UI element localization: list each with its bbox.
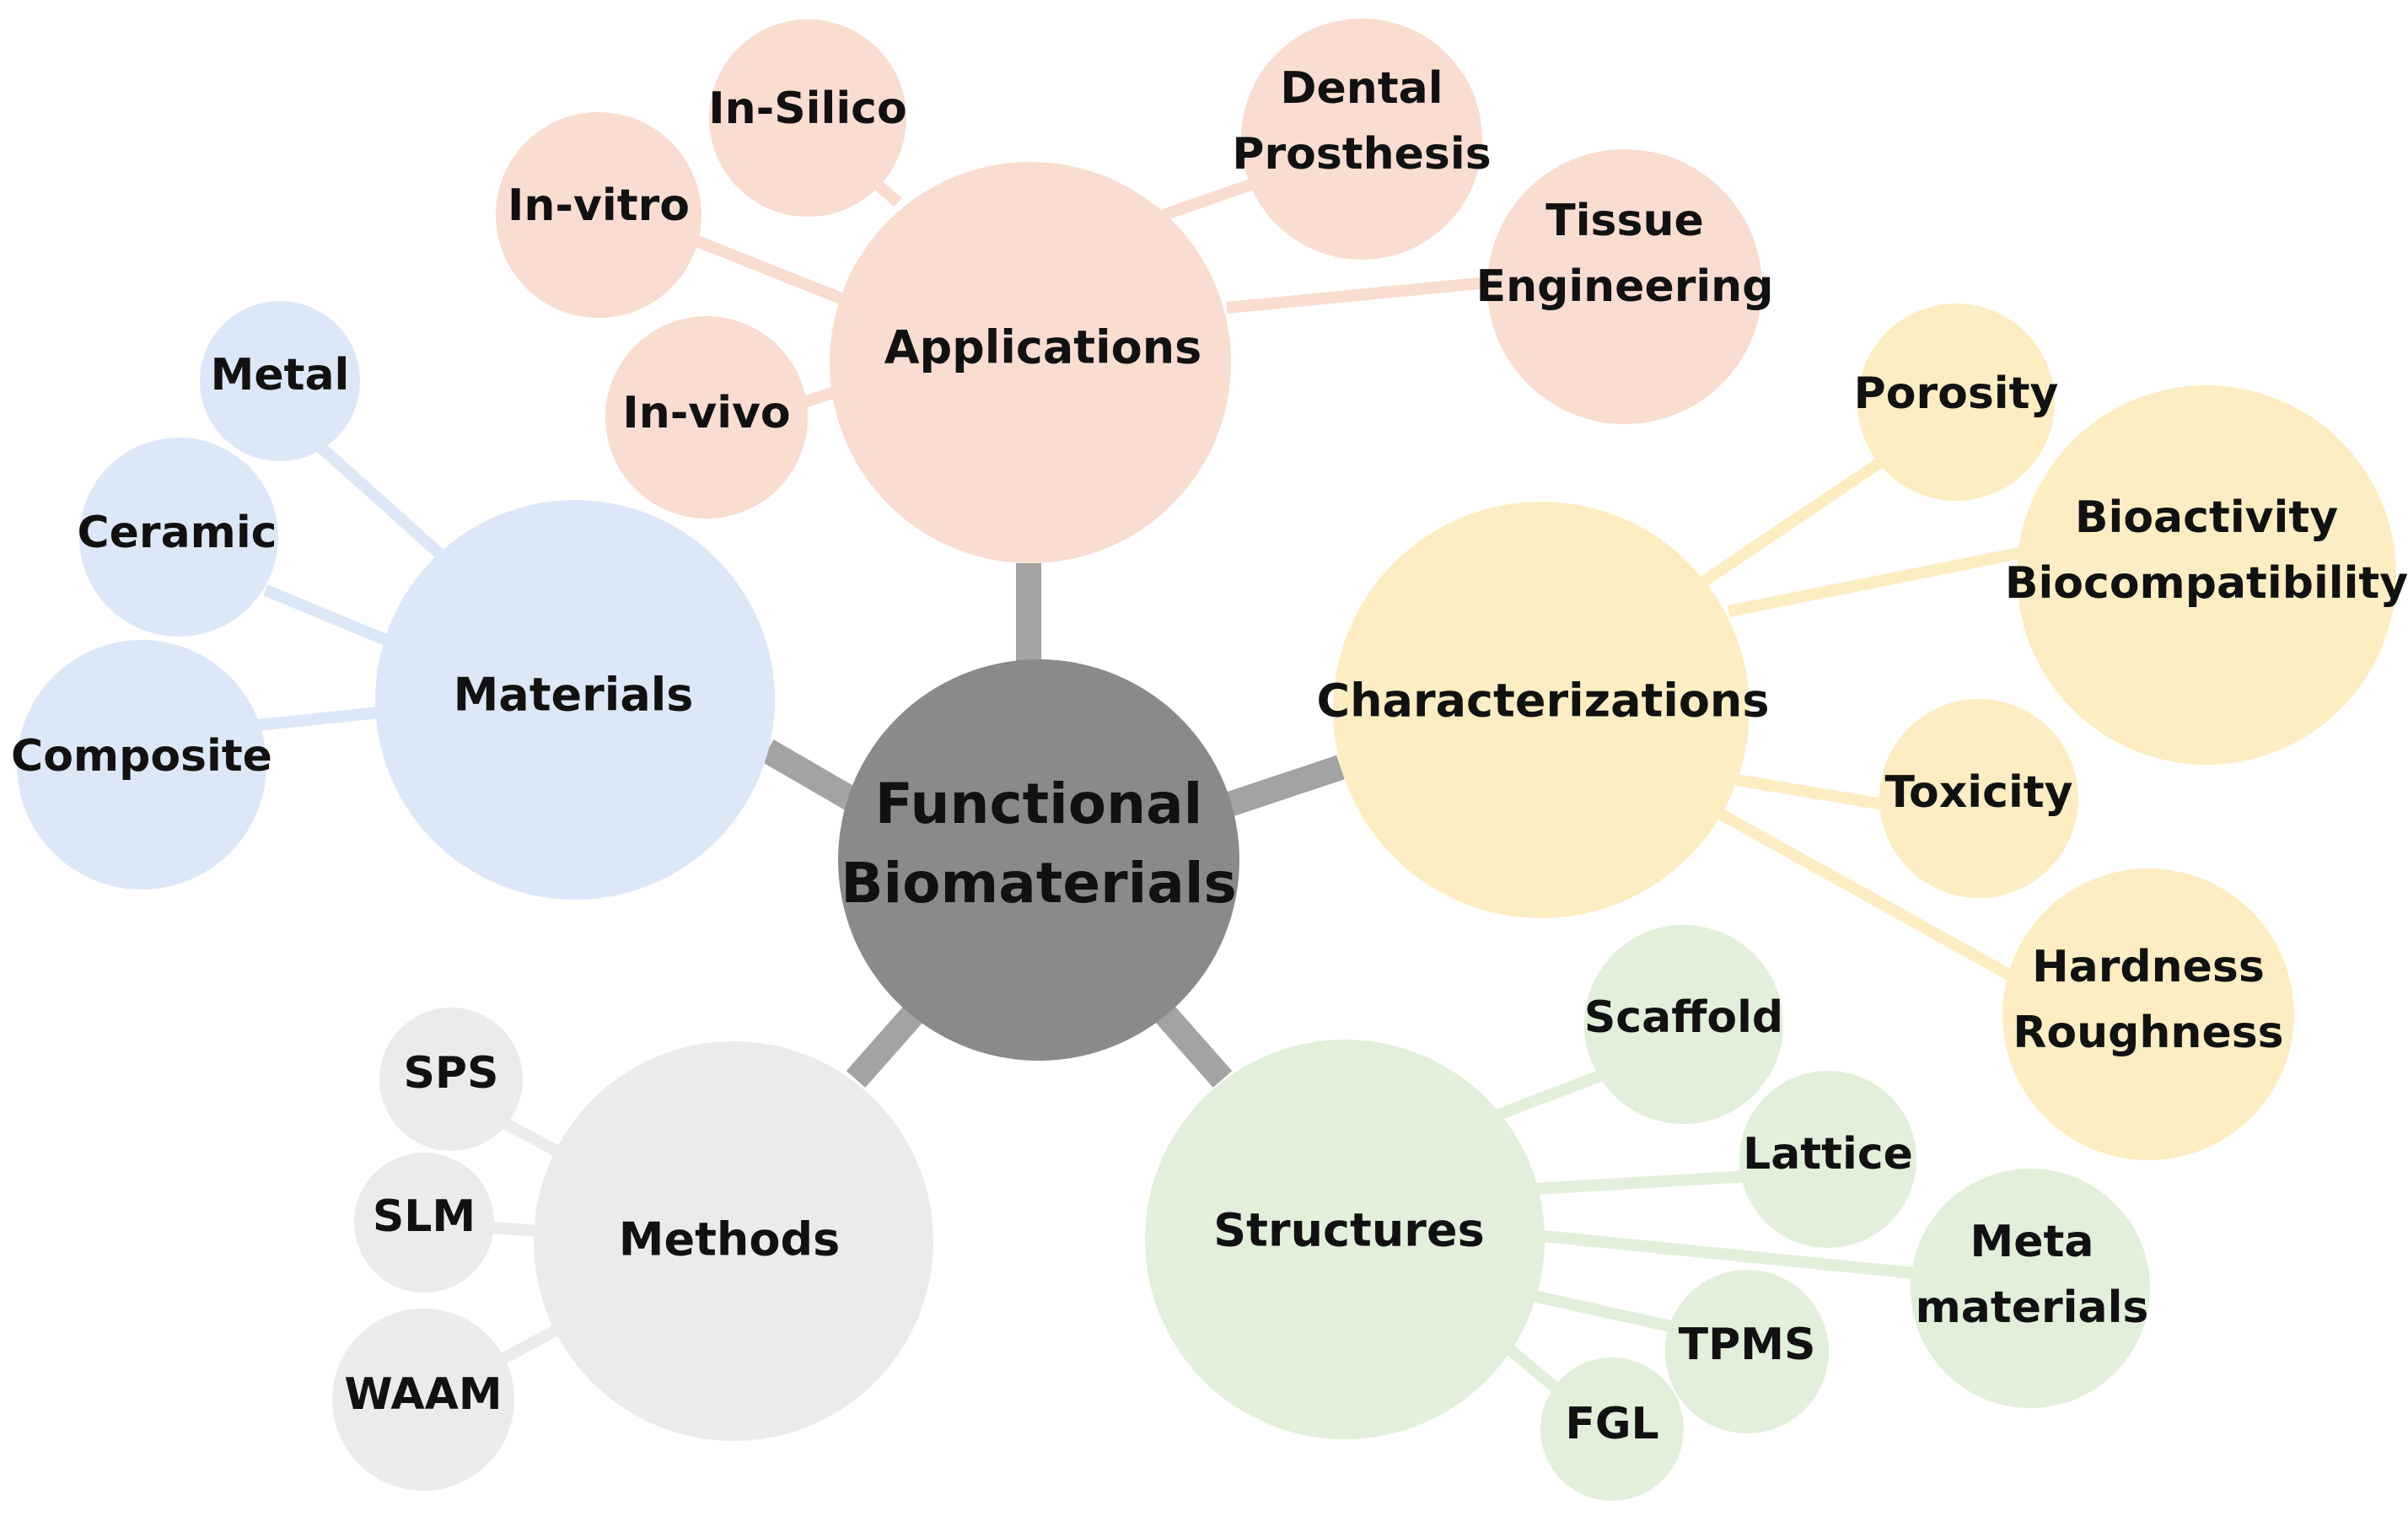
leaf-sps-node — [379, 1008, 523, 1151]
leaf-slm-label: SLM — [373, 1191, 476, 1242]
center-cluster: Functional Biomaterials — [838, 659, 1239, 1061]
leaf-meta-materials-label-line1: Meta — [1970, 1217, 2094, 1267]
connector-characterizations-porosity — [1700, 454, 1888, 587]
branch-structures-label: Structures — [1213, 1204, 1484, 1257]
connector-applications-in-silico — [873, 179, 902, 207]
connector-materials-metal — [316, 442, 447, 562]
branch-materials-label: Materials — [454, 669, 694, 722]
leaf-waam-node — [332, 1309, 514, 1491]
connector-structures-meta — [1534, 1229, 1915, 1279]
connector-characterizations-bioactivity — [1727, 546, 2025, 617]
connector-structures-fgl — [1505, 1344, 1564, 1396]
methods-cluster: SPS SLM WAAM Methods — [332, 1008, 933, 1491]
leaf-scaffold-label: Scaffold — [1584, 992, 1783, 1043]
leaf-waam-label: WAAM — [344, 1369, 502, 1420]
leaf-composite-label: Composite — [11, 731, 272, 782]
leaf-in-silico-label: In-Silico — [708, 83, 906, 134]
leaf-in-silico-node — [709, 19, 906, 217]
materials-cluster: Metal Ceramic Composite Materials — [11, 301, 775, 900]
leaf-bioactivity-label-line2: Biocompatibility — [2005, 558, 2408, 609]
leaf-fgl-node — [1540, 1357, 1684, 1501]
structures-connectors — [1490, 1069, 1915, 1396]
leaf-sps-label: SPS — [403, 1048, 498, 1099]
leaf-dental-prosthesis-label-line2: Prosthesis — [1232, 129, 1491, 180]
leaf-meta-materials-node — [1911, 1169, 2150, 1408]
leaf-metal-label: Metal — [211, 350, 350, 401]
leaf-composite-node — [17, 640, 266, 890]
branch-structures-node — [1145, 1040, 1545, 1439]
applications-cluster: In-Silico In-vitro In-vivo Dental Prosth… — [496, 19, 1773, 563]
center-connectors — [761, 563, 1345, 1088]
connector-methods-sps — [498, 1115, 560, 1157]
leaf-tissue-engineering-label-line1: Tissue — [1545, 196, 1703, 246]
center-label-line1: Functional — [875, 771, 1203, 836]
leaf-in-vitro-node — [496, 112, 701, 318]
leaf-ceramic-node — [79, 438, 278, 637]
leaf-porosity-node — [1857, 304, 2055, 501]
branch-methods-label: Methods — [619, 1213, 841, 1266]
leaf-fgl-label: FGL — [1565, 1399, 1658, 1449]
leaf-lattice-label: Lattice — [1743, 1129, 1913, 1180]
connector-center-structures — [1149, 999, 1233, 1088]
connector-structures-scaffold — [1490, 1069, 1604, 1123]
leaf-scaffold-node — [1584, 925, 1783, 1124]
leaf-toxicity-label: Toxicity — [1884, 767, 2072, 818]
branch-applications-label: Applications — [884, 321, 1202, 374]
center-label-line2: Biomaterials — [841, 851, 1237, 916]
leaf-slm-node — [354, 1153, 494, 1293]
applications-connectors — [682, 175, 1489, 419]
leaf-porosity-label: Porosity — [1854, 368, 2059, 419]
connector-methods-waam — [494, 1322, 564, 1368]
leaf-in-vitro-label: In-vitro — [508, 180, 690, 231]
leaf-tpms-label: TPMS — [1679, 1320, 1816, 1370]
connector-structures-lattice — [1534, 1170, 1750, 1195]
connector-structures-tpms — [1524, 1288, 1680, 1334]
connector-materials-composite — [256, 707, 380, 731]
leaf-dental-prosthesis-label-line1: Dental — [1280, 63, 1443, 114]
branch-methods-node — [534, 1041, 933, 1441]
connector-characterizations-hardness — [1717, 808, 2018, 984]
structures-cluster: Scaffold Lattice Meta materials TPMS FGL… — [1145, 925, 2150, 1501]
leaf-dental-prosthesis-node — [1241, 19, 1482, 260]
leaf-metal-node — [200, 301, 360, 461]
branch-materials-node — [375, 500, 775, 900]
connector-applications-in-vitro — [682, 230, 846, 305]
connector-materials-ceramic — [263, 584, 390, 647]
leaf-tissue-engineering-node — [1487, 149, 1762, 424]
leaf-bioactivity-label-line1: Bioactivity — [2075, 492, 2338, 543]
connector-characterizations-toxicity — [1735, 774, 1890, 811]
leaf-tissue-engineering-label-line2: Engineering — [1476, 261, 1774, 312]
leaf-in-vivo-node — [605, 316, 808, 519]
materials-connectors — [256, 442, 447, 731]
connector-applications-dental-prosthesis — [1161, 175, 1263, 221]
leaf-meta-materials-label-line2: materials — [1916, 1282, 2149, 1333]
characterizations-cluster: Porosity Bioactivity Biocompatibility To… — [1316, 304, 2408, 1160]
branch-characterizations-node — [1333, 502, 1750, 918]
connector-applications-tissue-engineering — [1226, 277, 1489, 314]
leaf-hardness-label-line1: Hardness — [2032, 942, 2265, 992]
leaf-bioactivity-biocompatibility-node — [2017, 385, 2396, 765]
branch-applications-node — [830, 162, 1231, 563]
leaf-in-vivo-label: In-vivo — [622, 388, 790, 438]
center-node — [838, 659, 1239, 1061]
leaf-hardness-label-line2: Roughness — [2013, 1008, 2283, 1058]
connector-center-methods — [846, 999, 929, 1088]
connector-center-characterizations — [1223, 755, 1345, 818]
characterizations-connectors — [1700, 454, 2025, 984]
leaf-tpms-node — [1665, 1270, 1829, 1433]
leaf-ceramic-label: Ceramic — [78, 508, 277, 558]
leaf-hardness-roughness-node — [2002, 868, 2294, 1160]
branch-characterizations-label: Characterizations — [1316, 675, 1769, 728]
connector-center-materials — [761, 739, 868, 816]
leaf-lattice-node — [1739, 1071, 1916, 1248]
leaf-toxicity-node — [1879, 699, 2078, 898]
